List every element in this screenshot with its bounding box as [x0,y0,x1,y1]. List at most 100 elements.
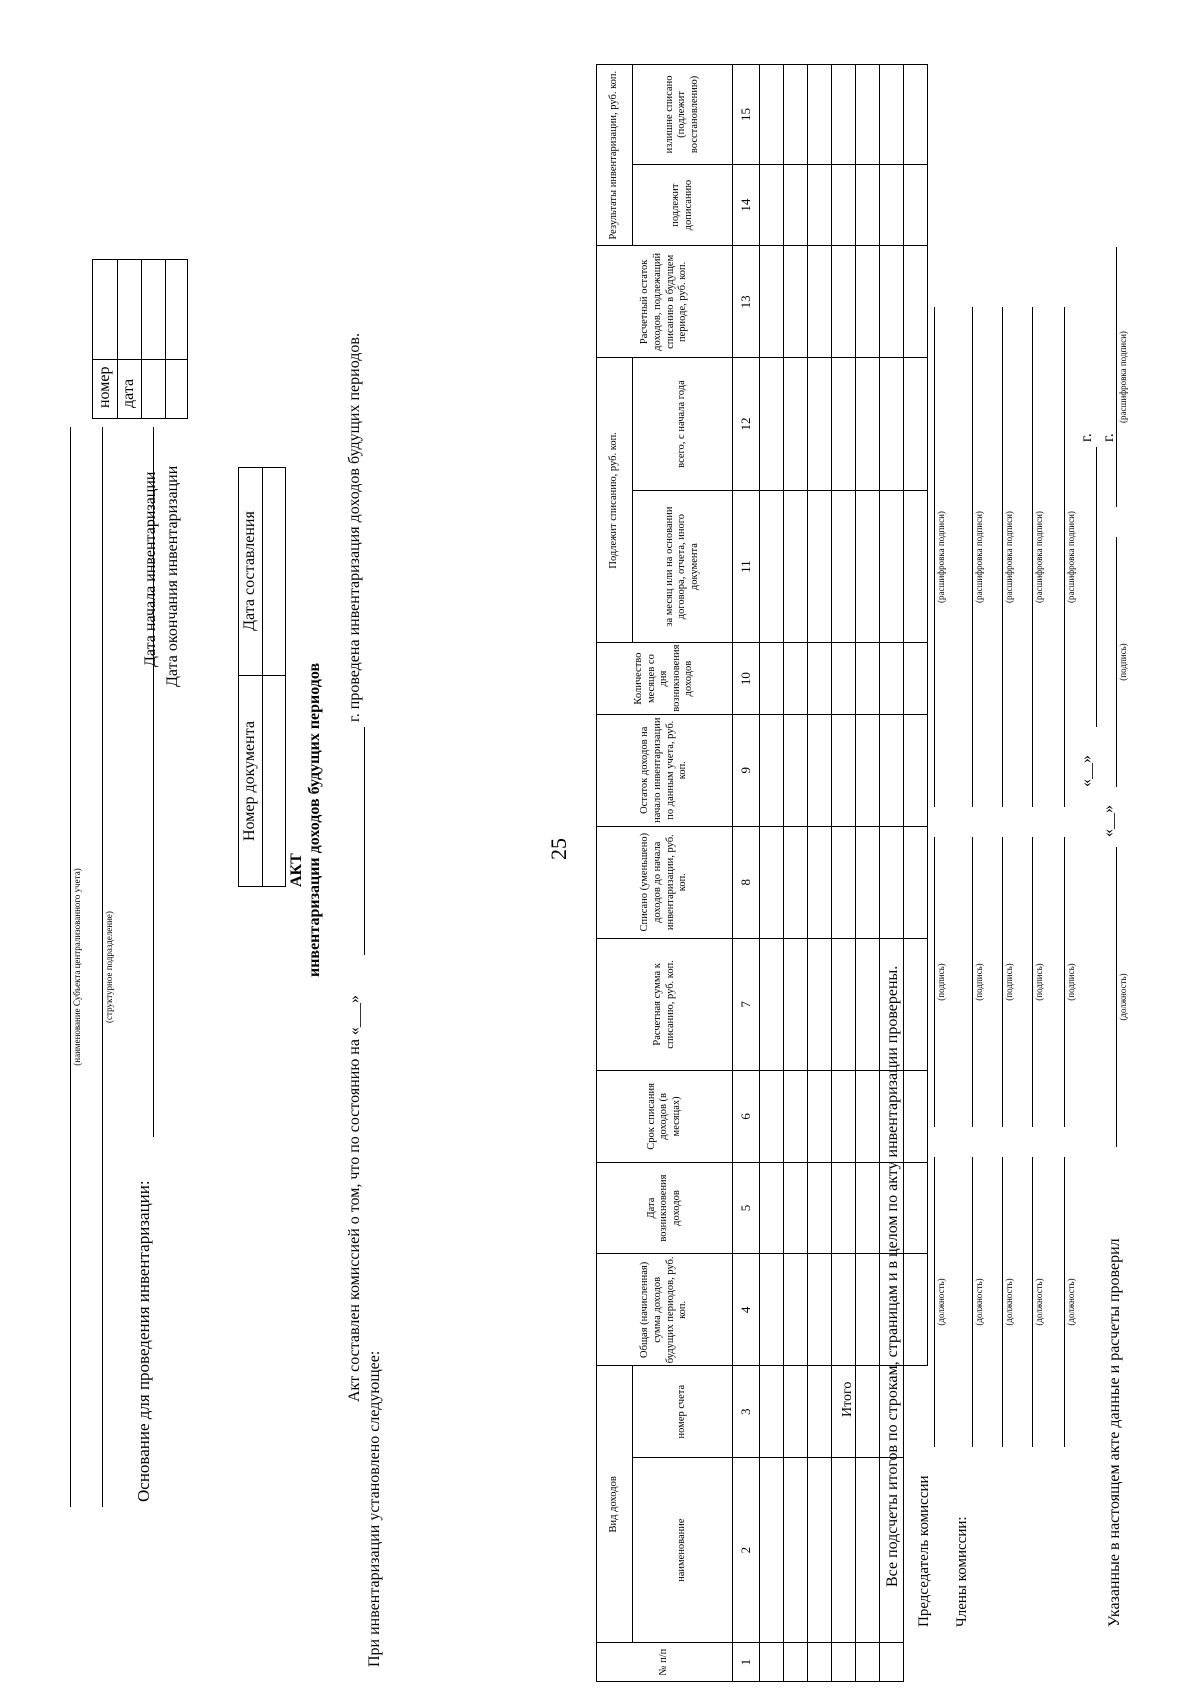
col6-header: Срок списания доходов (в месяцах) [596,1070,733,1163]
col-vid-header: Вид доходов [596,1365,633,1643]
verified-position-caption: (должность) [1118,973,1128,1021]
member1-position-caption: (должность) [974,1278,984,1326]
col14-header: подлежит дописанию [632,164,733,246]
member4-decoding-line[interactable] [1046,307,1065,807]
year-suffix-2: г. [1100,433,1117,442]
col-num: 11 [732,490,760,643]
col-num: 12 [732,357,760,491]
member4-signature-caption: (подпись) [1066,963,1076,1001]
table-row[interactable] [855,64,880,1682]
date-quote-2: «__» [1100,805,1117,837]
chair-position-caption: (должность) [936,1278,946,1326]
member2-decoding-caption: (расшифровка подписи) [1004,511,1014,603]
unit-caption: (структурное подразделение) [104,911,114,1023]
table-row[interactable] [831,64,856,1682]
member1-decoding-line[interactable] [954,307,973,807]
col3-header: номер счета [632,1365,733,1458]
member2-signature-caption: (подпись) [1004,963,1014,1001]
member2-signature-line[interactable] [984,837,1003,1127]
member2-position-line[interactable] [984,1157,1003,1447]
col-num: 13 [732,245,760,358]
check-text: Все подсчеты итогов по строкам, страница… [884,965,901,1587]
member1-signature-caption: (подпись) [974,963,984,1001]
col-num: 15 [732,64,760,165]
intro-line2: При инвентаризации установлено следующее… [366,1350,383,1667]
col15-header: излишне списано (подлежит восстановлению… [632,64,733,165]
col5-header: Дата возникновения доходов [596,1162,733,1254]
member4-signature-line[interactable] [1046,837,1065,1127]
member1-position-line[interactable] [954,1157,973,1447]
col-writeoff-header: Подлежит списанию, руб. коп. [596,357,633,643]
col2-header: наименование [632,1457,733,1643]
col-no-header: № п/п [596,1642,733,1682]
total-label: Итого [840,1381,855,1417]
date1-line[interactable] [1078,447,1097,727]
col13-header: Расчетный остаток доходов, подлежащий сп… [596,245,733,358]
intro-line1-end: г. проведена инвентаризация доходов буду… [346,333,363,722]
intro-line1-start: Акт составлен комиссией о том, что по со… [346,995,363,1402]
col-num: 10 [732,642,760,715]
col-num: 14 [732,164,760,246]
col4-header: Общая (начисленная) сумма доходов будущи… [596,1253,733,1366]
table-row[interactable] [759,64,784,1682]
col-num: 1 [732,1642,760,1682]
table-row[interactable] [783,64,808,1682]
verified-position-line[interactable] [1098,847,1117,1147]
col-num: 4 [732,1253,760,1366]
verified-signature-caption: (подпись) [1118,643,1128,681]
unit-name-line[interactable] [86,427,103,1507]
col-results-header: Результаты инвентаризации, руб. коп. [596,64,633,246]
member2-position-caption: (должность) [1004,1278,1014,1326]
member3-signature-caption: (подпись) [1034,963,1044,1001]
start-date-label: Дата начала инвентаризации [142,471,159,668]
chair-signature-line[interactable] [916,837,935,1127]
year-suffix-1: г. [1078,433,1095,442]
chair-position-line[interactable] [916,1157,935,1447]
doc-number-label: Номер документа [241,720,258,842]
col11-header: за месяц или на основании договора, отче… [632,490,733,643]
member3-position-line[interactable] [1014,1157,1033,1447]
act-title: АКТ [288,853,305,887]
chair-signature-caption: (подпись) [936,963,946,1001]
chair-decoding-line[interactable] [916,307,935,807]
col8-header: Списано (уменьшено) доходов до начала ин… [596,826,733,939]
member2-decoding-line[interactable] [984,307,1003,807]
col12-header: всего, с начала года [632,357,733,491]
chair-label: Председатель комиссии [916,1475,932,1627]
member1-decoding-caption: (расшифровка подписи) [974,511,984,603]
end-date-label: Дата окончания инвентаризации [164,465,181,687]
member1-signature-line[interactable] [954,837,973,1127]
box-number-label: номер [96,366,113,408]
col-num: 8 [732,826,760,939]
chair-decoding-caption: (расшифровка подписи) [936,511,946,603]
inventory-table: № п/п Вид доходов Общая (начисленная) су… [596,64,928,1682]
verified-decoding-line[interactable] [1098,247,1117,507]
rotated-form: (наименование Субъекта централизованного… [16,17,1131,1687]
col10-header: Количество месяцев со дня возникновения … [596,642,733,715]
col-num: 7 [732,938,760,1071]
member4-position-caption: (должность) [1066,1278,1076,1326]
verified-label: Указанные в настоящем акте данные и расч… [1106,1238,1123,1627]
member3-signature-line[interactable] [1014,837,1033,1127]
member4-position-line[interactable] [1046,1157,1065,1447]
basis-number-date-box: номер дата [92,259,188,419]
table-row[interactable] [807,64,832,1682]
basis-label: Основание для проведения инвентаризации: [134,1180,153,1502]
member4-decoding-caption: (расшифровка подписи) [1066,511,1076,603]
org-name-line[interactable] [54,427,71,1507]
column-numbers-row: 1 2 3 4 5 6 7 8 9 10 11 12 13 14 15 [732,64,760,1682]
intro-date-line[interactable] [348,727,365,955]
col-num: 9 [732,714,760,827]
col9-header: Остаток доходов на начало инвентаризации… [596,714,733,827]
verified-signature-line[interactable] [1098,537,1117,787]
doc-number-box: Номер документа Дата составления [238,467,286,887]
member3-position-caption: (должность) [1034,1278,1044,1326]
act-subtitle: инвентаризации доходов будущих периодов [306,662,323,977]
doc-date-label: Дата составления [241,511,258,631]
col-num: 6 [732,1070,760,1163]
col-num: 2 [732,1457,760,1643]
box-divider [93,359,187,360]
member3-decoding-line[interactable] [1014,307,1033,807]
date-quote-1: «__» [1078,755,1095,787]
box-date-label: дата [120,378,137,408]
